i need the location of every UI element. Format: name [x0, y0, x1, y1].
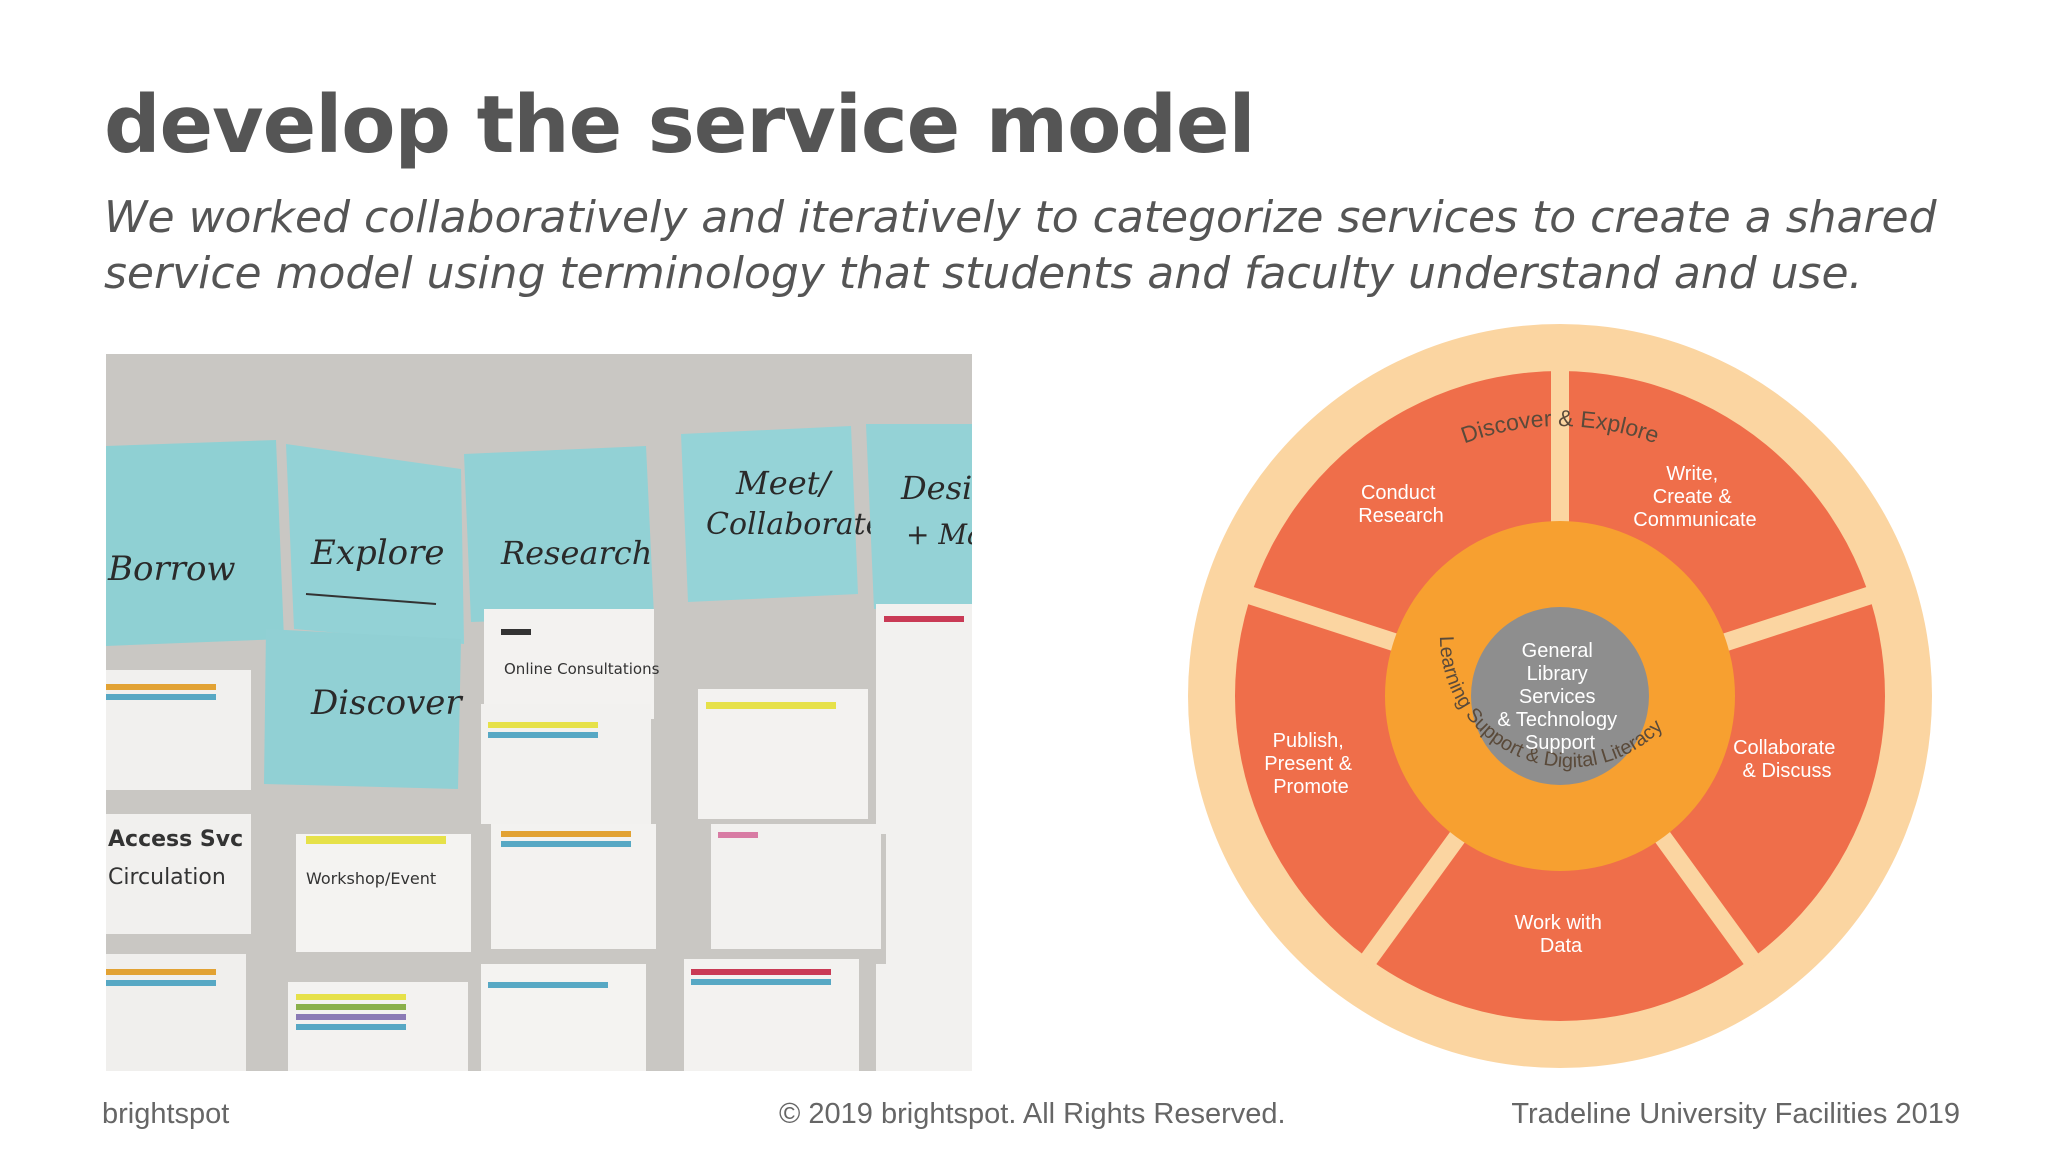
sticky-note-design: Design + Make — [866, 424, 972, 609]
card — [481, 704, 651, 824]
footer-event: Tradeline University Facilities 2019 — [1511, 1098, 1960, 1130]
slide-title: develop the service model — [104, 79, 1256, 171]
card — [684, 959, 859, 1071]
segment-publish-present-promote: Publish, Present & Promote — [1264, 730, 1357, 798]
card — [288, 982, 468, 1071]
sticky-note-text: Explore — [310, 533, 444, 573]
sticky-note-explore: Explore — [286, 444, 464, 644]
sticky-note-text: Research — [500, 534, 652, 572]
segment-collaborate-discuss: Collaborate & Discuss — [1733, 737, 1841, 782]
slide-subtitle: We worked collaboratively and iterativel… — [104, 192, 1937, 299]
card — [876, 964, 972, 1071]
segment-work-with-data: Work with Data — [1515, 912, 1608, 957]
card — [876, 604, 972, 834]
sticky-note-borrow: Borrow — [106, 440, 284, 646]
sticky-note-text: Design — [900, 469, 972, 507]
workshop-photo: Borrow Explore Discover Research Meet/ C… — [106, 354, 972, 1071]
segment-divider — [1699, 584, 1879, 659]
center-circle — [1471, 607, 1649, 785]
sticky-note-discover: Discover — [264, 629, 463, 789]
sticky-note-text: Collaborate — [706, 507, 883, 542]
center-label: General Library Services & Technology Su… — [1497, 640, 1622, 754]
sticky-note-research: Research — [464, 446, 654, 622]
card — [711, 824, 881, 949]
sticky-note-meet: Meet/ Collaborate — [681, 426, 883, 602]
segment-dividers — [1241, 364, 1879, 970]
sticky-note-text: + Make — [906, 518, 972, 551]
service-model-wheel: Discover & Explore Learning Support & Di… — [1188, 324, 1932, 1068]
segment-write-create-communicate: Write, Create & Communicate — [1633, 463, 1756, 531]
segment-divider — [1640, 812, 1763, 970]
card-text: Workshop/Event — [306, 869, 436, 888]
card — [886, 834, 972, 984]
card — [491, 824, 656, 949]
card-text: Online Consultations — [504, 660, 660, 678]
sticky-note-text: Meet/ — [735, 464, 834, 502]
card-text: Circulation — [108, 865, 226, 890]
sticky-note-text: Discover — [310, 683, 463, 723]
sticky-note-text: Borrow — [107, 549, 236, 589]
card — [106, 954, 246, 1071]
footer-copyright: © 2019 brightspot. All Rights Reserved. — [779, 1098, 1286, 1130]
card-online-consultations: Online Consultations — [484, 609, 660, 719]
footer-brand: brightspot — [102, 1098, 230, 1130]
segment-divider — [1241, 584, 1421, 659]
card-text: Access Svc — [108, 827, 243, 852]
card — [106, 670, 251, 790]
card — [698, 689, 868, 819]
card — [481, 964, 646, 1071]
card-workshop-event: Workshop/Event — [296, 834, 471, 952]
segment-divider — [1357, 812, 1480, 970]
segment-conduct-research: Conduct Research — [1358, 482, 1444, 527]
card-access-svc: Access Svc Circulation — [106, 814, 251, 934]
